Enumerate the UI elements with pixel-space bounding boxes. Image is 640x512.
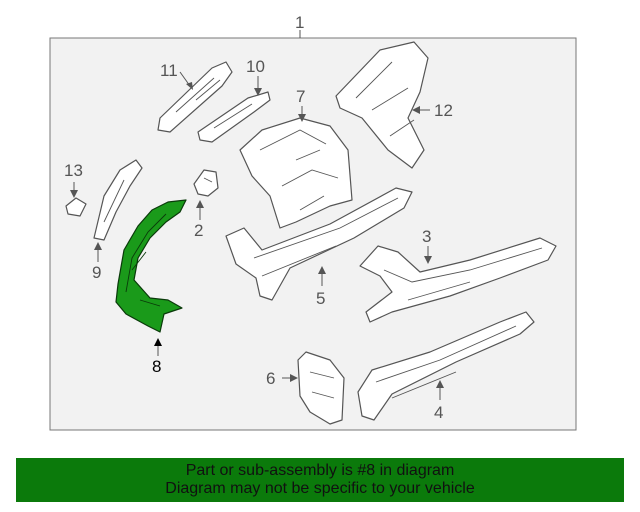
info-banner: Part or sub-assembly is #8 in diagram Di… [16,458,624,502]
part-5-side-member[interactable] [225,187,413,301]
callout-9: 9 [92,263,101,282]
part-12-apron-upper[interactable] [335,41,429,169]
part-6-plate[interactable] [297,351,345,425]
banner-line-1: Part or sub-assembly is #8 in diagram [185,462,455,479]
arrow-3 [424,256,432,264]
arrow-5 [318,266,326,274]
part-9-extension[interactable] [93,159,143,241]
arrow-4 [436,380,444,388]
callout-4: 4 [434,403,443,422]
part-10-bracket[interactable] [197,91,271,143]
arrow-12 [412,106,420,114]
arrow-2 [196,200,204,208]
callout-7: 7 [296,87,305,106]
callout-6: 6 [266,369,275,388]
callout-13: 13 [64,161,83,180]
callout-10: 10 [246,57,265,76]
part-8-wheelhouse-inner-highlighted[interactable] [115,199,187,333]
banner-line-2: Diagram may not be specific to your vehi… [165,480,475,497]
part-4-lower-rail[interactable] [357,311,535,421]
arrow-13 [70,190,78,198]
callout-1: 1 [295,13,304,32]
callout-12: 12 [434,101,453,120]
callout-2: 2 [194,221,203,240]
arrow-6 [290,374,298,382]
arrow-10 [254,88,262,96]
part-3-rail[interactable] [359,237,557,323]
arrow-9 [94,242,102,250]
callout-3: 3 [422,227,431,246]
arrow-8 [154,338,162,346]
callout-5: 5 [316,289,325,308]
arrow-7 [298,114,306,122]
arrow-11 [186,82,193,90]
part-11-reinforcement[interactable] [157,61,233,133]
callout-8: 8 [152,357,161,376]
part-7-wheelhouse[interactable] [239,117,353,229]
parts-diagram: 1 11 10 7 12 13 9 [49,13,577,431]
part-13-plug[interactable] [65,197,87,217]
part-2-bracket[interactable] [193,169,219,197]
callout-11: 11 [160,61,178,80]
